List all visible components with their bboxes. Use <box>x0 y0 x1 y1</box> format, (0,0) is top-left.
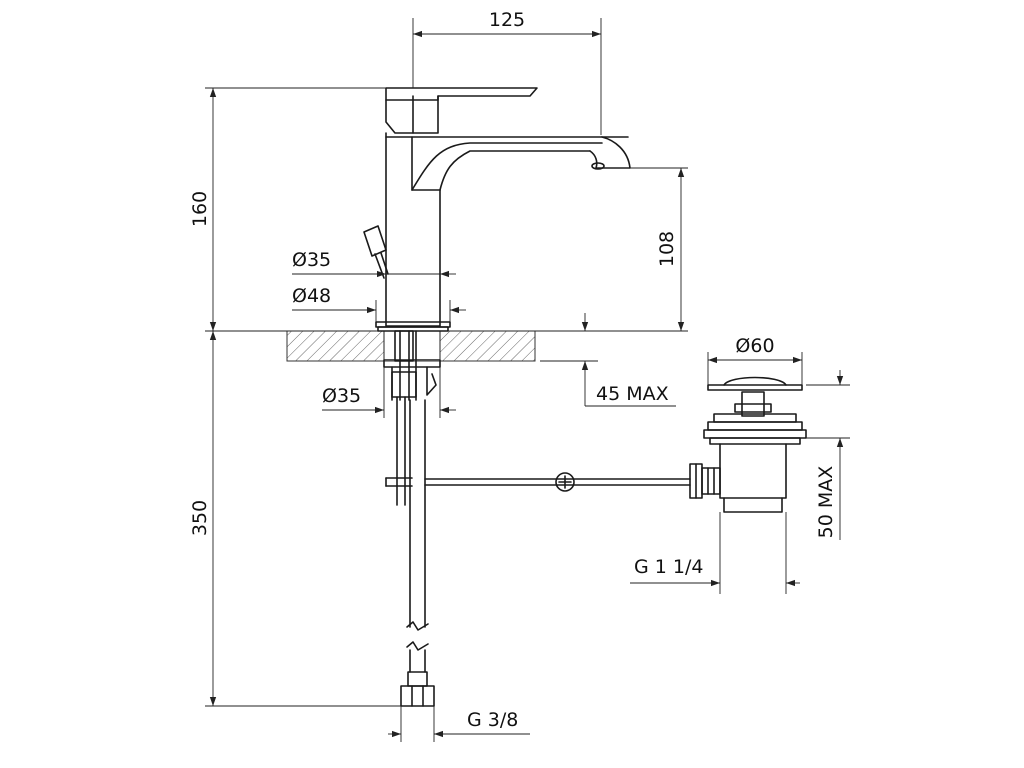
dim-hose-thread: G 3/8 <box>467 709 518 731</box>
mixer-tap <box>363 87 631 707</box>
tap-body <box>385 132 441 327</box>
dim-waste-flange-diameter: Ø60 <box>735 335 774 357</box>
dim-height-spout: 108 <box>656 231 678 267</box>
handle-lever <box>385 87 538 101</box>
dim-base-flange-diameter: Ø48 <box>292 285 331 307</box>
popup-knob <box>363 225 387 257</box>
pop-up-waste <box>689 376 807 513</box>
hose-nut <box>400 685 435 707</box>
dim-deck-thickness: 45 MAX <box>596 383 669 405</box>
dim-waste-thread: G 1 1/4 <box>634 556 703 578</box>
dimension-labels: 125 160 108 Ø35 Ø48 Ø35 45 MAX Ø60 50 MA… <box>189 9 837 731</box>
popup-linkage-rod <box>424 472 691 492</box>
dim-hose-length: 350 <box>189 500 211 536</box>
countertop-section <box>286 330 536 362</box>
waste-cap <box>707 384 803 391</box>
dim-shank-diameter: Ø35 <box>322 385 361 407</box>
dim-waste-height: 50 MAX <box>815 466 837 539</box>
dimension-lines <box>205 18 850 742</box>
dim-width-spout: 125 <box>489 9 525 31</box>
dim-base-upper-diameter: Ø35 <box>292 249 331 271</box>
dim-height-total: 160 <box>189 191 211 227</box>
